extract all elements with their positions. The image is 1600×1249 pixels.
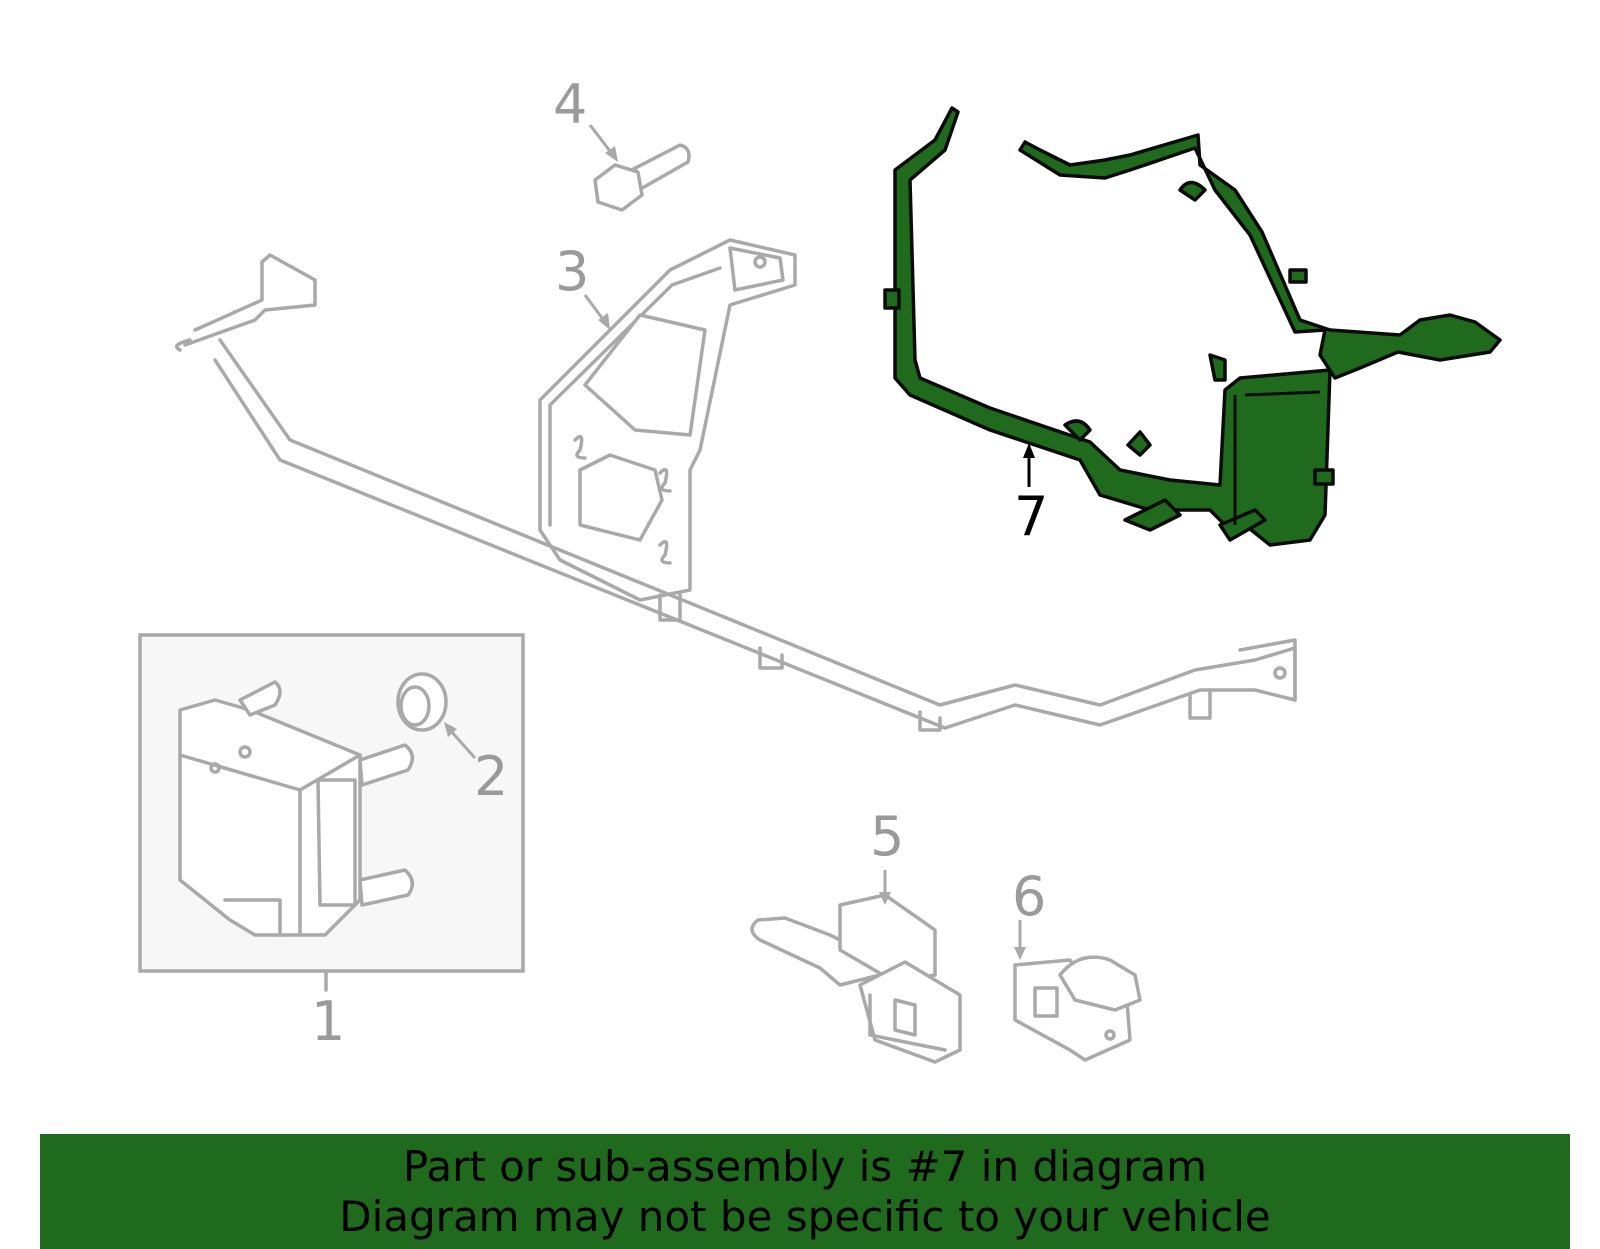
crossmember-bar — [174, 253, 1297, 732]
part-7-wiring-harness[interactable] — [883, 106, 1502, 547]
callout-2: 2 — [474, 745, 508, 808]
banner-line-2: Diagram may not be specific to your vehi… — [339, 1192, 1271, 1241]
callout-7: 7 — [1014, 485, 1048, 548]
callout-1: 1 — [311, 990, 345, 1053]
part-4-bolt[interactable] — [593, 143, 691, 212]
notice-banner: Part or sub-assembly is #7 in diagram Di… — [40, 1134, 1570, 1249]
leader-lines — [444, 124, 1035, 960]
callout-4: 4 — [553, 73, 587, 136]
part-2-grommet[interactable] — [396, 672, 448, 732]
callout-5: 5 — [870, 805, 904, 868]
part-1-module-box[interactable] — [138, 633, 525, 992]
banner-line-1: Part or sub-assembly is #7 in diagram — [402, 1142, 1208, 1191]
callout-3: 3 — [555, 240, 589, 303]
part-6-clip[interactable] — [1013, 955, 1142, 1062]
part-3-bracket[interactable] — [538, 238, 797, 622]
part-5-sensor[interactable] — [750, 893, 962, 1064]
callout-6: 6 — [1012, 865, 1046, 928]
